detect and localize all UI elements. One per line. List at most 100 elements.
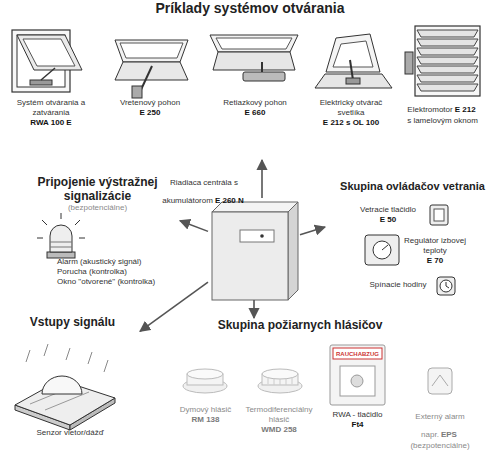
louvre-slat xyxy=(417,39,478,46)
box-led xyxy=(260,234,264,238)
text-group: Dymový hlásičRM 138 xyxy=(178,405,233,425)
node-text: RM 138 xyxy=(178,415,233,425)
text-group: Externý alarm napr.EPS(bezpotenciálne) xyxy=(405,405,475,451)
device-caption: Dymový hlásičRM 138 xyxy=(178,405,233,439)
node-text: WMD 258 xyxy=(238,425,320,435)
node-text: E 660 xyxy=(205,108,305,118)
text-group: Elektrický otvárač svetlíkaE 212 s OL 10… xyxy=(308,98,394,128)
text-group: Regulátor izbovej teplotyE 70 xyxy=(400,236,470,266)
window-frame xyxy=(115,40,188,62)
window-caption: Elektrický otvárač svetlíkaE 212 s OL 10… xyxy=(308,98,394,132)
rain-streak xyxy=(26,350,30,362)
device-caption: Spínacie hodiny xyxy=(362,280,434,292)
window-caption: ElektromotorE 212 s lamelovým oknom xyxy=(400,98,485,132)
group-area: Skupina požiarnych hlásičovDymový hlásič… xyxy=(165,318,495,450)
device-caption: Externý alarm napr.EPS(bezpotenciálne) xyxy=(405,405,475,439)
spindle-motor xyxy=(132,86,142,98)
group-area: Príklady systémov otváraniaSystém otvára… xyxy=(0,0,500,160)
node-text: E 212 xyxy=(455,105,476,114)
button-face xyxy=(434,209,444,221)
group-area: Vstupy signáluSenzor vietor/dážď xyxy=(5,315,140,445)
button-housing xyxy=(330,345,385,405)
device-caption: Vetracie tlačidloE 50 xyxy=(350,205,426,227)
node-text: s lamelovým oknom xyxy=(400,116,485,126)
beacon-stripe xyxy=(50,242,72,243)
device-caption: Termodiferenciálny hlásičWMD 258 xyxy=(238,405,320,439)
connector-arrow xyxy=(180,221,208,232)
window-pane xyxy=(23,39,75,66)
rain-streak xyxy=(104,360,108,372)
node-heading: Termodiferenciálny hlásič xyxy=(238,405,320,425)
louvre-slat xyxy=(417,48,478,55)
node-text: E 212 s OL 100 xyxy=(308,118,394,128)
text-group: ElektromotorE 212 s lamelovým oknom xyxy=(400,98,485,126)
window-frame xyxy=(415,26,480,96)
rain-streak xyxy=(88,352,92,364)
box-side xyxy=(288,202,298,300)
actuator xyxy=(30,80,52,85)
node-heading: RWA - tlačidlo xyxy=(325,410,390,420)
actuator-rod xyxy=(41,68,55,80)
external-alarm-icon xyxy=(428,368,452,394)
louvre-slat xyxy=(417,75,478,82)
text-group: Vetracie tlačidloE 50 xyxy=(350,205,426,225)
button-housing xyxy=(430,205,448,225)
node-text: (bezpotenciálne) xyxy=(405,441,475,451)
louvre-slat xyxy=(417,84,478,91)
control-unit-illustration xyxy=(212,202,298,300)
window-pane xyxy=(216,38,292,49)
node-heading: Vetracie tlačidlo xyxy=(350,205,426,215)
device-caption: Senzor vietor/dážď xyxy=(10,428,130,440)
node-heading: Systém otvárania a zatvárania xyxy=(5,98,97,118)
button-label-plate xyxy=(333,348,382,359)
sensor-dome xyxy=(42,376,82,394)
node-text: Alarm (akustický signál) xyxy=(15,257,180,267)
connector-arrow xyxy=(261,160,263,198)
text-group: Vstupy signálu xyxy=(5,315,140,329)
window-illustration xyxy=(405,26,480,96)
thermostat-icon xyxy=(365,235,399,265)
thermostat-dial xyxy=(373,241,391,259)
device-caption: Regulátor izbovej teplotyE 70 xyxy=(400,236,470,268)
rain-streak xyxy=(66,348,70,360)
box-front xyxy=(212,212,288,300)
text-group: Retiazkový pohonE 660 xyxy=(205,98,305,118)
connector-arrow xyxy=(253,300,255,318)
louvre-slat xyxy=(417,57,478,64)
box-window xyxy=(240,230,274,242)
beacon-ray xyxy=(79,238,85,239)
node-heading: Elektromotor xyxy=(407,105,452,114)
window-illustration xyxy=(210,35,298,81)
window-sash xyxy=(17,35,82,70)
detector-vent xyxy=(274,379,275,385)
control-unit: Riadiaca centrála s akumulátoromE 260 N xyxy=(208,198,300,300)
node-heading: Skupina ovládačov vetrania xyxy=(325,180,500,193)
clock-hands xyxy=(446,282,449,288)
text-group: Skupina požiarnych hlásičov xyxy=(165,318,435,332)
detector-vent xyxy=(292,378,293,384)
sensor-grid xyxy=(45,392,89,410)
node-heading: Spínacie hodiny xyxy=(362,280,434,290)
window-sash xyxy=(115,62,188,80)
node-heading: Vretenový pohon xyxy=(108,98,192,108)
text-group: Pripojenie výstražnej signalizácie(bezpo… xyxy=(15,175,180,287)
node-heading: Pripojenie výstražnej signalizácie xyxy=(15,175,180,203)
timer-icon xyxy=(437,277,455,295)
panel-label: RAUCHABZUG xyxy=(332,350,383,358)
node-text: E 250 xyxy=(108,108,192,118)
group-area: Skupina ovládačov vetraniaVetracie tlači… xyxy=(325,180,500,300)
text-group: Skupina ovládačov vetrania xyxy=(325,180,500,193)
node-text: EPS xyxy=(441,430,457,439)
node-text: (bezpotenciálne) xyxy=(15,203,180,213)
node-heading: Dymový hlásič xyxy=(178,405,233,415)
node-heading: Vstupy signálu xyxy=(5,315,140,329)
text-group: Spínacie hodiny xyxy=(362,280,434,290)
detector-vent xyxy=(280,379,281,385)
text-group: Systém otvárania a zatváraniaRWA 100 E xyxy=(5,98,97,128)
window-illustration xyxy=(315,34,392,88)
window-illustration xyxy=(115,40,188,98)
chain-motor xyxy=(243,72,285,81)
alarm-beacon-icon xyxy=(37,213,85,258)
smoke-vent-button-icon xyxy=(330,345,385,405)
window-pane xyxy=(120,43,183,58)
